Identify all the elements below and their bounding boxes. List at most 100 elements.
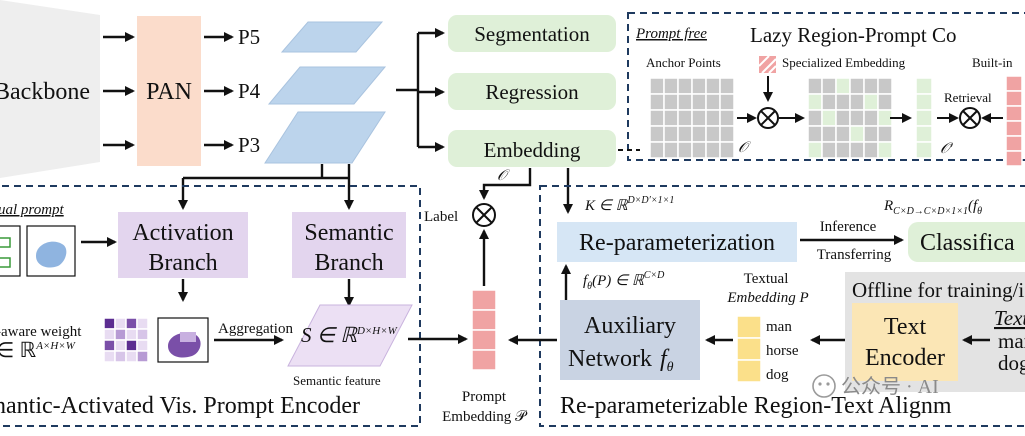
o-label: 𝒪 xyxy=(738,140,751,156)
grid-cell xyxy=(705,109,721,127)
grid-cell xyxy=(663,93,679,111)
region-text-alignment-box xyxy=(539,185,1025,427)
grid-cell xyxy=(691,141,707,159)
column-cell xyxy=(1005,75,1023,92)
weight-label-1: -aware weight xyxy=(0,324,82,340)
pan-block xyxy=(137,16,201,166)
textual-embedding-label-2: Embedding P xyxy=(726,290,808,306)
reparameterization-label: Re-parameterization xyxy=(579,230,775,256)
reparameterization-box xyxy=(557,222,797,262)
grid-cell xyxy=(691,77,707,95)
anchor-points-label: Anchor Points xyxy=(646,55,721,70)
multiply-stroke xyxy=(962,110,978,126)
grid-cell xyxy=(835,77,851,95)
grid-cell xyxy=(677,141,693,159)
grid-cell xyxy=(719,141,735,159)
level-p4: P4 xyxy=(238,79,261,103)
column-cell xyxy=(915,109,933,127)
column-cell xyxy=(1005,150,1023,167)
r-equation: RC×D→C×D×1×1(fθ xyxy=(883,198,982,217)
multiply-stroke xyxy=(760,110,776,126)
grid-cell xyxy=(649,77,665,95)
embedding-label: Embedding xyxy=(484,138,581,162)
grid-cell xyxy=(835,93,851,111)
grid-cell xyxy=(821,109,837,127)
rrt-title: Re-parameterizable Region-Text Alignm xyxy=(560,393,952,419)
column-cell xyxy=(736,315,762,339)
retrieved-column xyxy=(915,77,933,159)
grid-cell xyxy=(691,109,707,127)
grid-cell xyxy=(849,109,865,127)
weight-cell xyxy=(136,350,149,363)
backbone-label: Backbone xyxy=(0,79,90,105)
grid-cell xyxy=(807,109,823,127)
grid-cell xyxy=(663,141,679,159)
grid-cell xyxy=(649,141,665,159)
column-cell xyxy=(1005,120,1023,137)
grid-cell xyxy=(677,93,693,111)
wechat-eye xyxy=(826,382,830,386)
weight-cell xyxy=(136,317,149,330)
wechat-eye xyxy=(818,382,822,386)
retrieval-label: Retrieval xyxy=(944,90,992,105)
aware-weight-map xyxy=(103,317,149,363)
weight-cell xyxy=(103,317,116,330)
grid-cell xyxy=(849,141,865,159)
column-cell xyxy=(1005,105,1023,122)
grid-cell xyxy=(821,93,837,111)
grid-cell xyxy=(649,93,665,111)
semantic-feature-label: Semantic feature xyxy=(293,373,381,388)
auxiliary-network-box xyxy=(560,300,700,380)
specialized-grid xyxy=(807,77,893,159)
segmentation-head xyxy=(448,15,616,52)
k-equation: K ∈ ℝD×D′×1×1 xyxy=(584,195,674,214)
regression-head xyxy=(448,73,616,110)
aggregation-label: Aggregation xyxy=(218,321,293,337)
classification-label: Classifica xyxy=(920,230,1015,256)
multiply-stroke xyxy=(475,206,493,224)
weight-cell xyxy=(125,350,138,363)
mask-blob-icon xyxy=(36,241,67,268)
column-cell xyxy=(471,349,497,371)
o-output-label: 𝒪 xyxy=(497,168,510,184)
column-cell xyxy=(471,309,497,331)
column-cell xyxy=(471,289,497,311)
weight-cell xyxy=(125,328,138,341)
grid-cell xyxy=(677,125,693,143)
s-equation: S ∈ ℝD×H×W xyxy=(301,323,398,347)
column-cell xyxy=(736,337,762,361)
semantic-branch xyxy=(292,212,406,278)
grid-cell xyxy=(663,77,679,95)
textual-embedding-column xyxy=(736,315,762,383)
hatch xyxy=(768,65,777,74)
embedding-head xyxy=(448,130,616,167)
grid-cell xyxy=(835,125,851,143)
column-cell xyxy=(915,141,933,159)
column-cell xyxy=(915,93,933,111)
pan-label: PAN xyxy=(146,79,192,105)
auxiliary-label-2: Network xyxy=(568,346,652,372)
builtin-column xyxy=(1005,75,1023,167)
grid-cell xyxy=(649,125,665,143)
box-icon xyxy=(0,257,11,268)
column-cell xyxy=(1005,135,1023,152)
feature-plane-p3 xyxy=(264,111,386,164)
grid-cell xyxy=(863,141,879,159)
hatch xyxy=(761,58,777,74)
arrow xyxy=(479,168,532,200)
anchor-points-grid xyxy=(649,77,735,159)
weight-cell xyxy=(103,339,116,352)
column-cell xyxy=(736,359,762,383)
grid-cell xyxy=(863,77,879,95)
watermark-text: 公众号 · AI xyxy=(841,375,939,398)
grid-cell xyxy=(849,125,865,143)
prompt-embedding-label-1: Prompt xyxy=(462,389,507,405)
lazy-region-prompt-box xyxy=(627,12,1025,161)
grid-cell xyxy=(807,125,823,143)
visual-prompt-label: ual prompt xyxy=(0,202,65,218)
inference-label: Inference xyxy=(820,219,877,235)
prompt-free-label: Prompt free xyxy=(635,26,707,42)
grid-cell xyxy=(719,125,735,143)
weight-cell xyxy=(136,339,149,352)
